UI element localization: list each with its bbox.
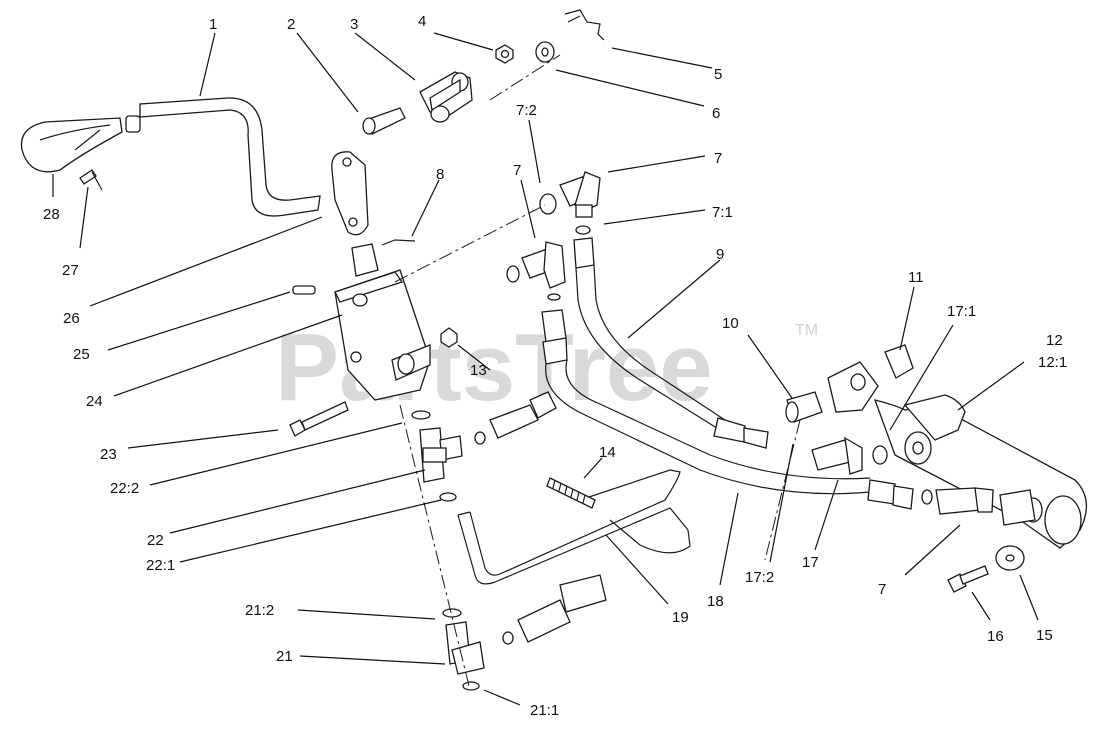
part-7-fitting-bottom: [921, 487, 994, 515]
part-7-elbow-top: [559, 171, 601, 218]
callout-8: 8: [436, 166, 444, 183]
part-28-knob: [20, 117, 123, 173]
callout-4: 4: [418, 13, 426, 30]
part-10-fitting: [785, 391, 823, 423]
callout-15: 15: [1036, 627, 1053, 644]
callout-22-2: 22:2: [110, 480, 139, 497]
part-o-ring-mid: [506, 265, 520, 283]
part-15-washer: [995, 545, 1025, 571]
part-7-elbow-mid: [521, 241, 566, 289]
callout-10: 10: [722, 315, 739, 332]
callout-23: 23: [100, 446, 117, 463]
part-21-elbow: [445, 621, 485, 675]
callout-7-top: 7: [714, 150, 722, 167]
part-adapter-fitting: [489, 391, 557, 439]
callout-21: 21: [276, 648, 293, 665]
part-o-ring-22-side: [474, 431, 486, 445]
part-25-pin: [292, 285, 316, 295]
callout-7-mid: 7: [513, 162, 521, 179]
callout-14: 14: [599, 444, 616, 461]
part-27-screw: [79, 169, 103, 191]
part-21-2-o-ring: [442, 608, 462, 618]
part-18-hose: [541, 309, 914, 510]
part-2-pin: [362, 107, 406, 135]
leader-lines: [52, 32, 1039, 706]
part-23-bolt: [289, 401, 349, 437]
callout-12: 12: [1046, 332, 1063, 349]
part-9-hose: [573, 237, 769, 449]
part-12-cylinder: [873, 394, 1087, 549]
callout-27: 27: [62, 262, 79, 279]
callout-3: 3: [350, 16, 358, 33]
callout-7-2: 7:2: [516, 102, 537, 119]
callout-2: 2: [287, 16, 295, 33]
callout-9: 9: [716, 246, 724, 263]
part-7-2-o-ring: [539, 193, 557, 215]
part-o-ring-21-side: [502, 631, 514, 645]
part-16-bolt: [947, 565, 989, 593]
callout-16: 16: [987, 628, 1004, 645]
part-22-tee-fitting: [419, 427, 463, 483]
callout-22-1: 22:1: [146, 557, 175, 574]
assembly-axis-lines: [394, 54, 801, 691]
callout-21-1: 21:1: [530, 702, 559, 719]
part-1-lever-handle: [125, 97, 321, 217]
part-17-elbow: [811, 436, 888, 475]
watermark-tm: TM: [795, 322, 818, 339]
part-14-spring: [546, 477, 596, 509]
callout-24: 24: [86, 393, 103, 410]
part-3-clevis: [419, 71, 473, 123]
part-26-plate: [331, 151, 369, 236]
part-o-ring-small: [547, 293, 561, 301]
part-13-nut: [440, 327, 458, 348]
part-19-rod: [457, 469, 691, 585]
callout-18: 18: [707, 593, 724, 610]
part-21-adapter: [517, 574, 607, 643]
callout-1: 1: [209, 16, 217, 33]
part-24-valve-body: [334, 243, 431, 401]
callout-5: 5: [714, 66, 722, 83]
part-22-1-o-ring: [439, 492, 457, 502]
part-7-1-o-ring: [575, 225, 591, 235]
part-11-clevis: [827, 344, 914, 413]
callout-6: 6: [712, 105, 720, 122]
callout-25: 25: [73, 346, 90, 363]
callout-17-1: 17:1: [947, 303, 976, 320]
callout-13: 13: [470, 362, 487, 379]
callout-28: 28: [43, 206, 60, 223]
part-4-nut: [495, 44, 514, 64]
callout-17: 17: [802, 554, 819, 571]
part-21-1-o-ring: [462, 681, 480, 691]
callout-7-1: 7:1: [712, 204, 733, 221]
part-5-cotter-pin: [564, 9, 605, 41]
part-8-clip: [381, 239, 416, 246]
callout-11: 11: [908, 269, 924, 286]
callout-21-2: 21:2: [245, 602, 274, 619]
part-6-washer: [535, 41, 555, 63]
callout-labels: 1 2 3 4 5 6 7:2 7 7:1 7 8 9 10 11 12 12:…: [43, 13, 1067, 719]
part-22-2-o-ring: [411, 410, 431, 420]
callout-19: 19: [672, 609, 689, 626]
callout-7-bottom: 7: [878, 581, 886, 598]
callout-17-2: 17:2: [745, 569, 774, 586]
callout-26: 26: [63, 310, 80, 327]
callout-22: 22: [147, 532, 164, 549]
callout-12-1: 12:1: [1038, 354, 1067, 371]
